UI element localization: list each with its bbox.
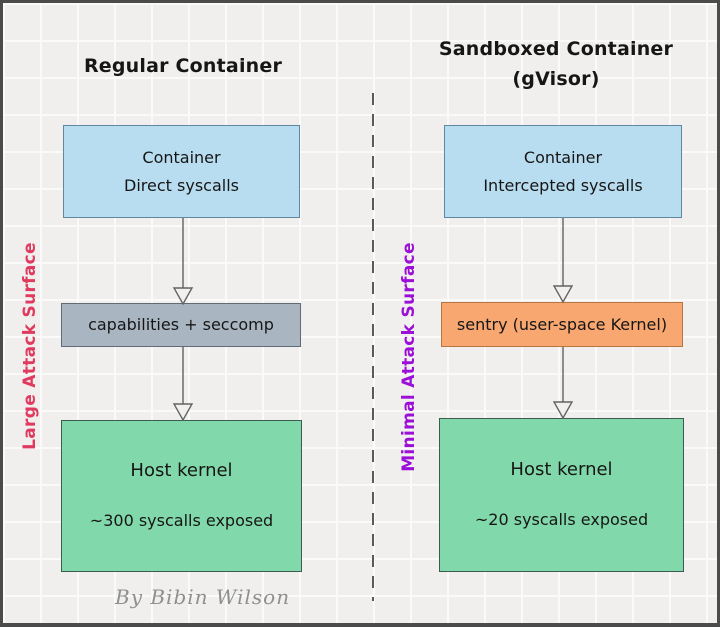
right-filter-box: sentry (user-space Kernel) [441, 302, 683, 347]
right-kernel-title: Host kernel [510, 459, 613, 480]
left-container-line1: Container [142, 147, 221, 167]
right-column-title-line2: (gVisor) [512, 68, 600, 90]
left-container-line2: Direct syscalls [124, 175, 239, 195]
right-container-line2: Intercepted syscalls [483, 175, 643, 195]
arrow-left-filter-to-kernel-icon [172, 347, 194, 422]
left-column-title: Regular Container [83, 55, 283, 77]
right-column-title: Sandboxed Container (gVisor) [423, 34, 689, 94]
right-filter-label: sentry (user-space Kernel) [456, 314, 668, 334]
left-kernel-title: Host kernel [130, 460, 233, 481]
left-kernel-subtitle: ~300 syscalls exposed [89, 511, 274, 530]
arrow-right-sentry-to-kernel-icon [552, 347, 574, 420]
left-filter-label: capabilities + seccomp [88, 315, 274, 334]
arrow-left-container-to-filter-icon [172, 218, 194, 306]
right-column-title-line1: Sandboxed Container [438, 38, 674, 60]
dashed-divider-line [372, 93, 374, 601]
left-filter-box: capabilities + seccomp [61, 303, 301, 347]
right-side-label: Minimal Attack Surface [399, 242, 419, 472]
right-container-box: Container Intercepted syscalls [444, 125, 682, 218]
right-kernel-subtitle: ~20 syscalls exposed [474, 510, 649, 529]
author-credit: By Bibin Wilson [115, 585, 291, 609]
left-kernel-box: Host kernel ~300 syscalls exposed [61, 420, 302, 572]
right-container-line1: Container [523, 147, 603, 167]
left-side-label: Large Attack Surface [20, 242, 40, 450]
left-container-box: Container Direct syscalls [63, 125, 300, 218]
arrow-right-container-to-sentry-icon [552, 218, 574, 304]
right-kernel-box: Host kernel ~20 syscalls exposed [439, 418, 684, 572]
